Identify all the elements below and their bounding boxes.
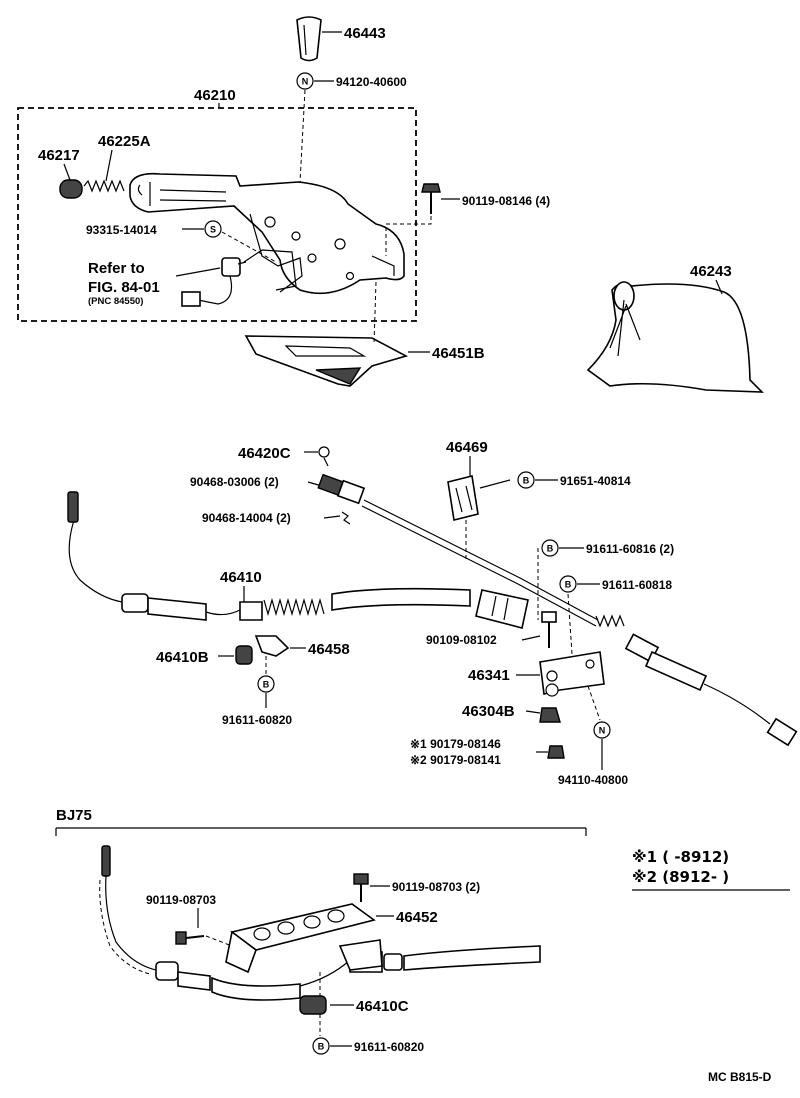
bush-drawing xyxy=(539,707,561,723)
svg-text:N: N xyxy=(302,77,309,87)
boot-drawing xyxy=(586,281,765,393)
clevis-pin-drawing xyxy=(318,446,330,467)
equalizer-drawing xyxy=(539,651,605,697)
grommet-46410b-drawing xyxy=(235,645,253,665)
label-release-rod: 46217 xyxy=(38,147,80,164)
label-nut-40800: 94110-40800 xyxy=(558,773,628,787)
label-bolt-60820-b: 91611-60820 xyxy=(354,1040,424,1054)
label-grommet-46410b: 46410B xyxy=(156,649,209,666)
figure-code: MC B815-D xyxy=(708,1070,772,1084)
label-bracket-46452: 46452 xyxy=(396,909,438,926)
label-bolt-60818: 91611-60818 xyxy=(602,578,672,592)
label-pin-08102: 90109-08102 xyxy=(426,633,497,647)
label-bolt-top: 90119-08146 (4) xyxy=(462,194,550,208)
svg-text:B: B xyxy=(523,476,530,486)
bracket-46451b-drawing xyxy=(244,335,409,387)
bolt-symbol-b-2: B xyxy=(541,539,559,557)
clip-drawing xyxy=(341,511,351,525)
label-spring: 46225A xyxy=(98,133,151,150)
refer-line-1: Refer to xyxy=(88,260,145,277)
grommet-46410c-drawing xyxy=(299,995,327,1015)
svg-text:S: S xyxy=(210,225,216,235)
bolt-symbol-b-4: B xyxy=(257,675,275,693)
bolt-08703-2-drawing xyxy=(353,873,369,902)
label-bush: 46304B xyxy=(462,703,515,720)
svg-text:B: B xyxy=(565,580,572,590)
label-grommet-46410c: 46410C xyxy=(356,998,409,1015)
clamp-46458-drawing xyxy=(254,635,290,657)
label-bracket-46451b: 46451B xyxy=(432,345,485,362)
label-cable-front: 46410 xyxy=(220,569,262,586)
label-knob-nut: 94120-40600 xyxy=(336,75,407,89)
label-equalizer: 46341 xyxy=(468,667,510,684)
bolt-08703-drawing xyxy=(175,931,205,945)
release-rod-drawing xyxy=(59,179,125,199)
legend-row-1: ※1 ( -8912) xyxy=(632,848,729,866)
svg-text:B: B xyxy=(318,1042,325,1052)
bolt-symbol-b-5: B xyxy=(312,1037,330,1055)
nut-symbol-n-2: N xyxy=(593,721,611,739)
lever-drawing xyxy=(129,172,405,295)
cable-end-drawing xyxy=(317,473,366,505)
note-1: ※1 90179-08146 xyxy=(410,737,501,751)
label-bolt-40814: 91651-40814 xyxy=(560,474,631,488)
label-screw: 93315-14014 xyxy=(86,223,157,237)
label-boot: 46243 xyxy=(690,263,732,280)
bolt-top-drawing xyxy=(421,183,441,214)
label-lever-assy: 46210 xyxy=(194,87,236,104)
bracket-46452-drawing xyxy=(225,903,383,974)
rear-cable-line xyxy=(363,499,599,621)
label-clip-14004: 90468-14004 (2) xyxy=(202,511,291,525)
rear-cable-adjuster xyxy=(595,614,798,747)
refer-line-2: FIG. 84-01 xyxy=(88,279,160,296)
refer-line-3: (PNC 84550) xyxy=(88,296,143,307)
label-bolt-60816: 91611-60816 (2) xyxy=(586,542,674,556)
nut-symbol-n: N xyxy=(296,72,314,90)
label-guide: 46469 xyxy=(446,439,488,456)
pin-drawing xyxy=(541,611,557,648)
note-2: ※2 90179-08141 xyxy=(410,753,501,767)
svg-text:N: N xyxy=(599,726,606,736)
knob-drawing xyxy=(296,16,322,62)
nut-drawing xyxy=(547,745,565,759)
bolt-symbol-b-3: B xyxy=(559,575,577,593)
svg-text:B: B xyxy=(263,680,270,690)
label-bolt-08703: 90119-08703 xyxy=(146,893,216,907)
front-cable-drawing xyxy=(67,491,529,629)
section-title: BJ75 xyxy=(56,807,92,824)
label-clamp: 46458 xyxy=(308,641,350,658)
screw-symbol-s: S xyxy=(204,220,222,238)
guide-drawing xyxy=(447,475,479,521)
label-bolt-60820: 91611-60820 xyxy=(222,713,292,727)
label-clip-03006: 90468-03006 (2) xyxy=(190,475,279,489)
legend-row-2: ※2 (8912- ) xyxy=(632,868,729,886)
switch-drawing xyxy=(181,249,297,307)
label-clevis-pin: 46420C xyxy=(238,445,291,462)
svg-text:B: B xyxy=(547,544,554,554)
label-knob: 46443 xyxy=(344,25,386,42)
label-bolt-08703-2: 90119-08703 (2) xyxy=(392,880,480,894)
bolt-symbol-b-1: B xyxy=(517,471,535,489)
lever-assy-box xyxy=(17,107,417,322)
